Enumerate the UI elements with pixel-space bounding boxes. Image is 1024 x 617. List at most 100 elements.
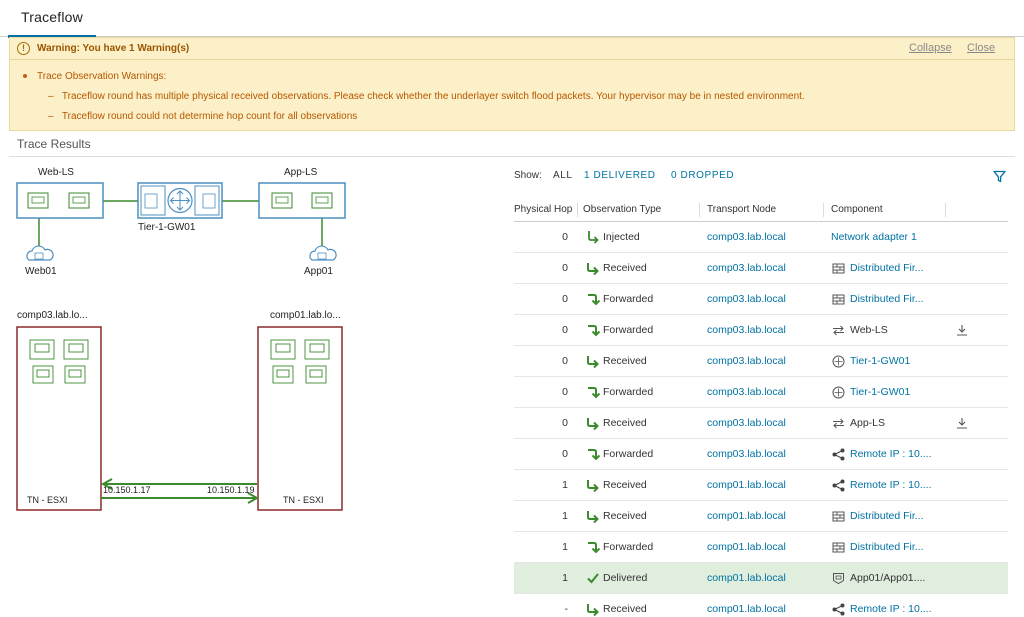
transport-node-link[interactable]: comp03.lab.local — [707, 231, 786, 243]
header-transport-node[interactable]: Transport Node — [707, 204, 777, 215]
component-link[interactable]: Distributed Fir... — [850, 293, 924, 305]
transport-node-link[interactable]: comp03.lab.local — [707, 355, 786, 367]
trace-results-title: Trace Results — [17, 137, 91, 151]
observation-type-cell: Received — [603, 262, 647, 274]
component-link[interactable]: Distributed Fir... — [850, 541, 924, 553]
component-link[interactable]: Tier-1-GW01 — [850, 386, 911, 398]
table-row[interactable]: 0 Received comp03.lab.local Tier-1-GW01 — [514, 346, 1008, 377]
observation-forwarded-icon — [588, 294, 600, 306]
filter-all[interactable]: ALL — [553, 170, 573, 181]
warning-item-1: – Traceflow round has multiple physical … — [48, 91, 805, 102]
component-link[interactable]: Remote IP : 10.... — [850, 448, 932, 460]
show-label: Show: — [514, 170, 542, 181]
app-ls-segment[interactable] — [258, 182, 346, 219]
host-comp01[interactable] — [257, 326, 343, 511]
collapse-link[interactable]: Collapse — [909, 42, 952, 54]
segment-icon — [833, 418, 844, 429]
tab-traceflow[interactable]: Traceflow — [8, 0, 96, 38]
component-label: Web-LS — [850, 324, 888, 336]
transport-node-link[interactable]: comp01.lab.local — [707, 479, 786, 491]
component-link[interactable]: Distributed Fir... — [850, 262, 924, 274]
observation-type-cell: Received — [603, 603, 647, 615]
observation-received-icon — [587, 604, 599, 616]
observation-received-icon — [587, 418, 599, 430]
web01-vm-icon[interactable] — [26, 245, 54, 261]
share-icon — [832, 448, 845, 461]
app01-label: App01 — [304, 266, 333, 277]
component-link[interactable]: Tier-1-GW01 — [850, 355, 911, 367]
observation-type-cell: Received — [603, 510, 647, 522]
observation-type-cell: Forwarded — [603, 448, 654, 460]
vnic-icon — [833, 573, 844, 585]
physical-hop-cell: 0 — [562, 417, 568, 429]
component-link[interactable]: Distributed Fir... — [850, 510, 924, 522]
observation-type-cell: Received — [603, 355, 647, 367]
physical-hop-cell: 1 — [562, 572, 568, 584]
router-icon — [167, 187, 193, 214]
transport-node-link[interactable]: comp03.lab.local — [707, 386, 786, 398]
download-icon[interactable] — [956, 324, 968, 336]
column-resize-handle[interactable] — [823, 203, 824, 217]
transport-node-link[interactable]: comp03.lab.local — [707, 324, 786, 336]
host-comp03[interactable] — [16, 326, 102, 511]
header-observation-type[interactable]: Observation Type — [583, 204, 662, 215]
component-link[interactable]: Remote IP : 10.... — [850, 603, 932, 615]
transport-node-link[interactable]: comp03.lab.local — [707, 293, 786, 305]
switch-port-icon — [271, 192, 333, 209]
share-icon — [832, 603, 845, 616]
section-divider — [9, 156, 1015, 157]
observation-forwarded-icon — [588, 542, 600, 554]
transport-node-link[interactable]: comp03.lab.local — [707, 262, 786, 274]
transport-node-link[interactable]: comp01.lab.local — [707, 510, 786, 522]
transport-node-link[interactable]: comp01.lab.local — [707, 603, 786, 615]
close-link[interactable]: Close — [967, 42, 996, 54]
observation-type-cell: Received — [603, 479, 647, 491]
host-left-label: comp03.lab.lo... — [17, 310, 88, 321]
physical-hop-cell: 0 — [562, 386, 568, 398]
observation-forwarded-icon — [588, 387, 600, 399]
warning-icon: ! — [17, 42, 30, 55]
grid-header: Physical Hop Observation Type Transport … — [514, 199, 1008, 222]
download-icon[interactable] — [956, 417, 968, 429]
transport-node-link[interactable]: comp03.lab.local — [707, 448, 786, 460]
web-ls-segment[interactable] — [16, 182, 104, 219]
transport-node-link[interactable]: comp03.lab.local — [707, 417, 786, 429]
warning-banner: ! Warning: You have 1 Warning(s) Collaps… — [9, 37, 1015, 131]
physical-hop-cell: 0 — [562, 355, 568, 367]
bullet-icon — [23, 74, 27, 78]
component-link[interactable]: Remote IP : 10.... — [850, 479, 932, 491]
app01-vm-icon[interactable] — [309, 245, 337, 261]
column-resize-handle[interactable] — [699, 203, 700, 217]
topology-svg — [16, 182, 346, 511]
column-resize-handle[interactable] — [577, 203, 578, 217]
component-link[interactable]: Network adapter 1 — [831, 231, 917, 243]
header-component[interactable]: Component — [831, 204, 883, 215]
firewall-icon — [832, 542, 845, 553]
warning-item-2-text: Traceflow round could not determine hop … — [61, 111, 358, 122]
warning-header: ! Warning: You have 1 Warning(s) Collaps… — [10, 38, 1014, 60]
filter-dropped[interactable]: 0 DROPPED — [671, 170, 735, 181]
transport-node-link[interactable]: comp01.lab.local — [707, 572, 786, 584]
column-resize-handle[interactable] — [945, 203, 946, 217]
tier1-gateway[interactable] — [137, 182, 223, 219]
observation-type-cell: Forwarded — [603, 293, 654, 305]
filter-icon[interactable] — [993, 170, 1006, 183]
topology-diagram: Web-LS App-LS Tier-1-GW01 Web01 App01 co… — [0, 158, 500, 617]
transport-node-link[interactable]: comp01.lab.local — [707, 541, 786, 553]
firewall-icon — [832, 263, 845, 274]
firewall-icon — [832, 511, 845, 522]
header-physical-hop[interactable]: Physical Hop — [514, 204, 573, 215]
filter-delivered[interactable]: 1 DELIVERED — [584, 170, 656, 181]
